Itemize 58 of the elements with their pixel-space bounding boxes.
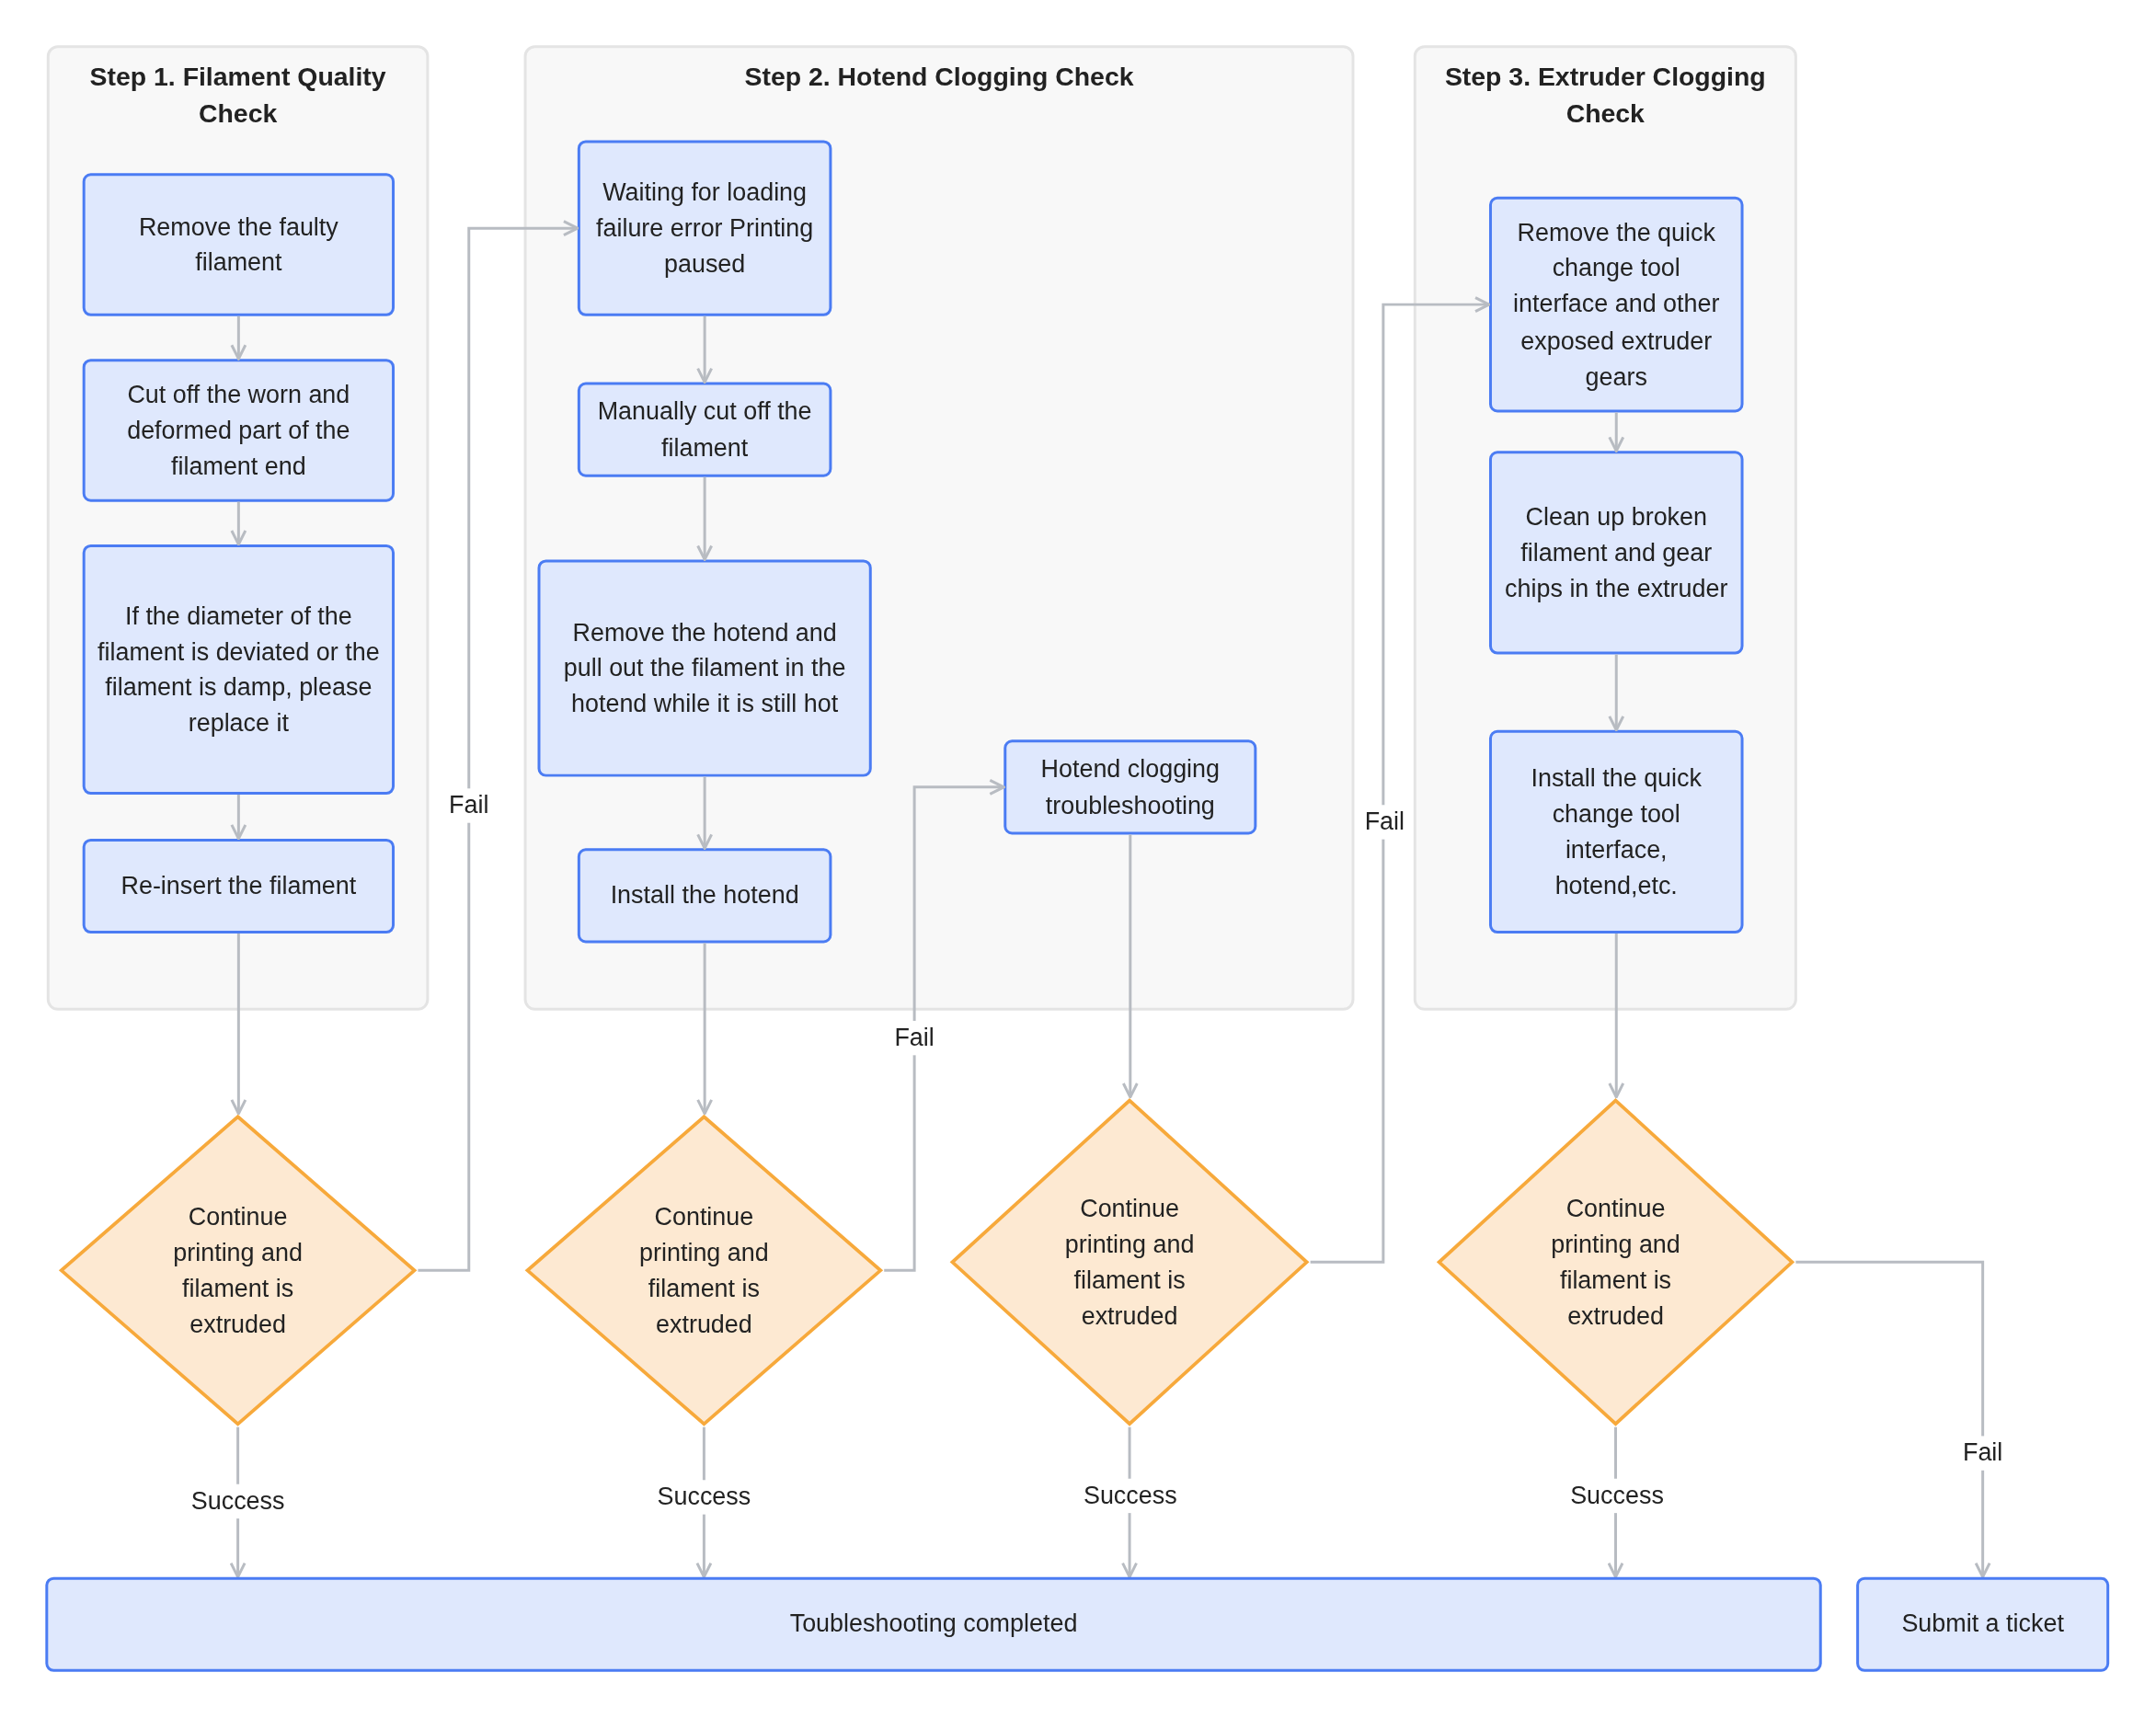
step-text: Clean up broken filament and gear chips in the extruder bbox=[1504, 501, 1729, 604]
step-heading: Step 2. Hotend Clogging Check bbox=[743, 61, 1135, 93]
decision-text: Continue printing and filament is extruded bbox=[638, 1201, 770, 1340]
arrow bbox=[696, 476, 714, 561]
step-text: Remove the faulty filament bbox=[137, 212, 339, 279]
arrow bbox=[1608, 654, 1625, 732]
arrow bbox=[230, 501, 247, 546]
step-text: Submit a ticket bbox=[1901, 1609, 2064, 1641]
arrow bbox=[1608, 412, 1625, 452]
process-box bbox=[1488, 729, 1744, 934]
process-box bbox=[1488, 196, 1744, 413]
decision-diamond bbox=[1435, 1096, 1796, 1427]
process-box bbox=[82, 544, 396, 796]
decision-text: Continue printing and filament is extruded bbox=[1063, 1193, 1196, 1332]
arrow bbox=[418, 220, 579, 1272]
step-text: Manually cut off the filament bbox=[596, 396, 813, 464]
process-box bbox=[577, 140, 832, 316]
arrow bbox=[884, 778, 1005, 1272]
process-box bbox=[1003, 739, 1257, 835]
group-panel bbox=[46, 45, 430, 1011]
arrow bbox=[230, 795, 247, 841]
arrow bbox=[1121, 834, 1139, 1099]
arrow bbox=[230, 315, 247, 361]
arrow bbox=[1795, 1260, 1991, 1579]
process-box bbox=[82, 838, 396, 934]
step-text: Cut off the worn and deformed part of the filament end bbox=[126, 379, 351, 482]
decision-diamond bbox=[523, 1113, 885, 1427]
arrow bbox=[1310, 296, 1491, 1264]
step-text: Remove the quick change tool interface and other exposed extruder gears bbox=[1512, 218, 1721, 393]
arrow bbox=[696, 776, 714, 850]
step-text: Install the hotend bbox=[610, 880, 799, 911]
arrow bbox=[230, 933, 247, 1116]
arrow bbox=[696, 315, 714, 384]
decision-diamond bbox=[948, 1096, 1311, 1427]
step-text: Re-insert the filament bbox=[120, 871, 357, 902]
step-text: Remove the hotend and pull out the filament in the hotend while it is still hot bbox=[562, 617, 847, 720]
process-box bbox=[45, 1576, 1822, 1672]
step-heading: Step 3. Extruder Clogging Check bbox=[1443, 61, 1767, 130]
step-text: Toubleshooting completed bbox=[789, 1609, 1078, 1641]
decision-text: Continue printing and filament is extruded bbox=[172, 1201, 304, 1340]
decision-text: Continue printing and filament is extruded bbox=[1550, 1193, 1681, 1332]
step-heading: Step 1. Filament Quality Check bbox=[88, 61, 387, 130]
decision-diamond bbox=[57, 1113, 419, 1427]
step-text: Install the quick change tool interface, hotend,etc. bbox=[1530, 762, 1703, 901]
process-box bbox=[1488, 451, 1744, 655]
process-box bbox=[82, 173, 396, 316]
arrow bbox=[1608, 933, 1625, 1099]
process-box bbox=[577, 848, 832, 944]
step-text: If the diameter of the filament is deviated or the filament is damp, please replace it bbox=[97, 601, 381, 739]
group-panel bbox=[523, 45, 1355, 1011]
process-box bbox=[537, 559, 872, 777]
step-text: Hotend clogging troubleshooting bbox=[1039, 754, 1221, 821]
process-box bbox=[577, 382, 832, 477]
step-text: Waiting for loading failure error Printing paused bbox=[595, 178, 815, 281]
arrow bbox=[696, 943, 714, 1116]
process-box bbox=[82, 359, 396, 502]
process-box bbox=[1856, 1576, 2110, 1672]
group-panel bbox=[1413, 45, 1797, 1011]
